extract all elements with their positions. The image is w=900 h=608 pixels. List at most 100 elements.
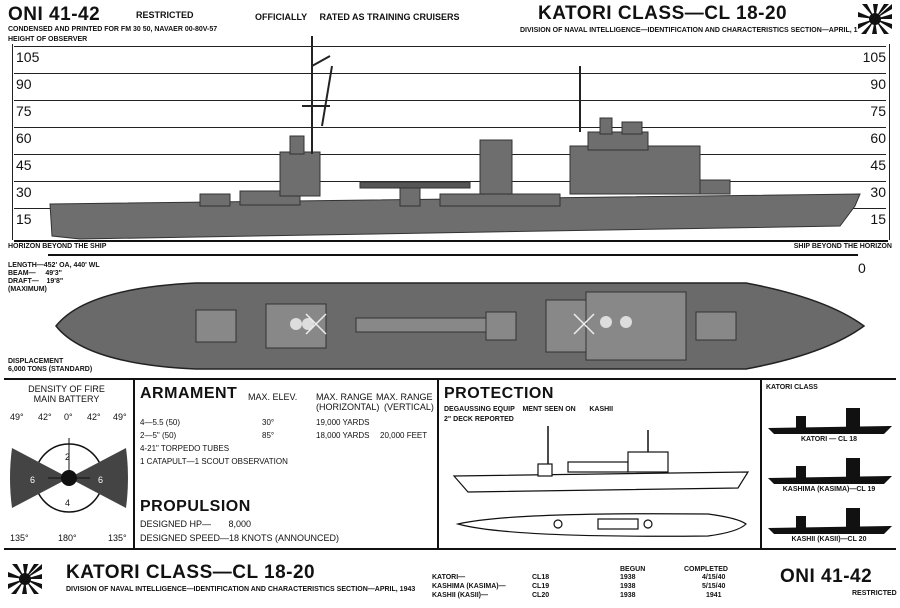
profile-scale-frame [12, 44, 890, 240]
armament-row-2-horiz: 18,000 YARDS [316, 431, 370, 440]
footer-completed-header: COMPLETED [684, 566, 728, 573]
header-restricted: RESTRICTED [136, 10, 194, 20]
footer-title: KATORI CLASS—CL 18-20 [66, 562, 316, 583]
height-of-observer-label: HEIGHT OF OBSERVER [8, 36, 88, 43]
footer-ship-1-hull: CL18 [532, 574, 550, 581]
footer-restricted: RESTRICTED [852, 590, 897, 597]
armament-row-2-gun: 2—5" (50) [140, 431, 177, 440]
lower-divider [4, 378, 896, 380]
header-center-note: OFFICIALLY RATED AS TRAINING CRUISERS [255, 12, 460, 22]
density-subtitle: MAIN BATTERY [33, 394, 100, 404]
height-scale-left-75: 75 [16, 103, 32, 119]
header-title: KATORI CLASS—CL 18-20 [538, 3, 788, 24]
density-angle-2: 42° [38, 412, 52, 422]
draft-note: (MAXIMUM) [8, 286, 47, 293]
density-angle-bottom-3: 135° [108, 533, 127, 543]
footer-ship-3-name: KASHII (KASII)— [432, 592, 488, 599]
density-num-bottom: 4 [65, 498, 71, 508]
draft-label: DRAFT— 19'8" [8, 278, 64, 285]
divider-armament [437, 380, 439, 548]
propulsion-hp: DESIGNED HP— 8,000 [140, 519, 252, 529]
propulsion-speed: DESIGNED SPEED—18 KNOTS (ANNOUNCED) [140, 533, 340, 543]
armament-col-horiz: MAX. RANGE [316, 392, 373, 402]
footer-ship-2-name: KASHIMA (KASIMA)— [432, 583, 506, 590]
footer-division: DIVISION OF NAVAL INTELLIGENCE—IDENTIFIC… [66, 586, 416, 593]
displacement-label: DISPLACEMENT [8, 358, 64, 365]
protection-line1: DEGAUSSING EQUIP MENT SEEN ON KASHII [444, 406, 614, 413]
footer-ship-2-begun: 1938 [620, 583, 636, 590]
height-scale-left-60: 60 [16, 130, 32, 146]
height-scale-right-60: 60 [870, 130, 886, 146]
class-silhouettes [768, 408, 892, 534]
footer-divider [4, 548, 896, 550]
armament-row-3: 4-21" TORPEDO TUBES [140, 444, 230, 453]
length-label: LENGTH—452' OA, 440' WL [8, 262, 100, 269]
armament-col-horiz2: (HORIZONTAL) [316, 402, 380, 412]
armament-row-4: 1 CATAPULT—1 SCOUT OBSERVATION [140, 457, 288, 466]
divider-density [133, 380, 135, 548]
density-angle-5: 49° [113, 412, 127, 422]
density-num-left: 6 [30, 475, 36, 485]
height-scale-left-105: 105 [16, 49, 40, 65]
footer-ship-1-name: KATORI— [432, 574, 466, 581]
divider-protection [760, 380, 762, 548]
armament-title: ARMAMENT [140, 385, 238, 402]
rising-sun-flag-bottom [8, 564, 42, 594]
height-scale-left-15: 15 [16, 211, 32, 227]
rising-sun-flag-top [858, 4, 892, 34]
armament-col-vert2: (VERTICAL) [384, 402, 434, 412]
density-title: DENSITY OF FIRE [28, 384, 105, 394]
armament-row-1-elev: 30° [262, 418, 275, 427]
height-scale-right-45: 45 [870, 157, 886, 173]
armament-col-vert: MAX. RANGE [376, 392, 433, 402]
density-angle-bottom-2: 180° [58, 533, 77, 543]
height-scale-right-30: 30 [870, 184, 886, 200]
ship-profile-view [49, 36, 861, 240]
class-ship-katori: KATORI — CL 18 [800, 436, 857, 443]
footer-ship-2-completed: 5/15/40 [702, 583, 726, 590]
length-scale-zero: 0 [858, 260, 866, 276]
header-division: DIVISION OF NAVAL INTELLIGENCE—IDENTIFIC… [520, 27, 870, 34]
header-condensed: CONDENSED AND PRINTED FOR FM 30 50, NAVA… [8, 26, 218, 33]
density-angle-3: 0° [64, 412, 73, 422]
horizon-left-label: HORIZON BEYOND THE SHIP [8, 243, 107, 250]
footer-ship-2-hull: CL19 [532, 583, 550, 590]
height-scale-left-45: 45 [16, 157, 32, 173]
density-num-top: 2 [65, 452, 71, 462]
header-code: ONI 41-42 [8, 4, 101, 25]
density-angle-4: 42° [87, 412, 101, 422]
height-scale-left-90: 90 [16, 76, 32, 92]
armament-row-2-vert: 20,000 FEET [380, 431, 428, 440]
length-scale-bar [48, 254, 858, 256]
footer-ship-1-begun: 1938 [620, 574, 636, 581]
beam-label: BEAM— 49'3" [8, 270, 62, 277]
displacement-value: 6,000 TONS (STANDARD) [8, 366, 93, 373]
armament-col-elev: MAX. ELEV. [248, 392, 298, 402]
horizon-line [14, 240, 888, 242]
height-scale-right-90: 90 [870, 76, 886, 92]
armament-row-2-elev: 85° [262, 431, 275, 440]
height-scale-right-75: 75 [870, 103, 886, 119]
density-num-right: 6 [98, 475, 104, 485]
footer-ship-3-completed: 1941 [706, 592, 722, 599]
horizon-right-label: SHIP BEYOND THE HORIZON [793, 243, 892, 250]
density-fire-diagram [10, 438, 128, 513]
armament-row-1-horiz: 19,000 YARDS [316, 418, 370, 427]
footer-ship-3-hull: CL20 [532, 592, 550, 599]
ship-plan-view [55, 282, 866, 370]
footer-begun-header: BEGUN [620, 566, 646, 573]
class-panel-title: KATORI CLASS [766, 384, 818, 391]
armament-row-1-gun: 4—5.5 (50) [140, 418, 181, 427]
protection-diagrams [452, 426, 750, 537]
height-scale-left-30: 30 [16, 184, 32, 200]
protection-title: PROTECTION [444, 385, 554, 402]
footer-code: ONI 41-42 [780, 566, 873, 587]
protection-line2: 2" DECK REPORTED [444, 416, 514, 423]
footer-ship-1-completed: 4/15/40 [702, 574, 726, 581]
class-ship-kashii: KASHII (KASII)—CL 20 [791, 536, 867, 543]
height-scale-right-105: 105 [862, 49, 886, 65]
density-angle-1: 49° [10, 412, 24, 422]
height-scale-right-15: 15 [870, 211, 886, 227]
density-angle-bottom-1: 135° [10, 533, 29, 543]
footer-ship-3-begun: 1938 [620, 592, 636, 599]
